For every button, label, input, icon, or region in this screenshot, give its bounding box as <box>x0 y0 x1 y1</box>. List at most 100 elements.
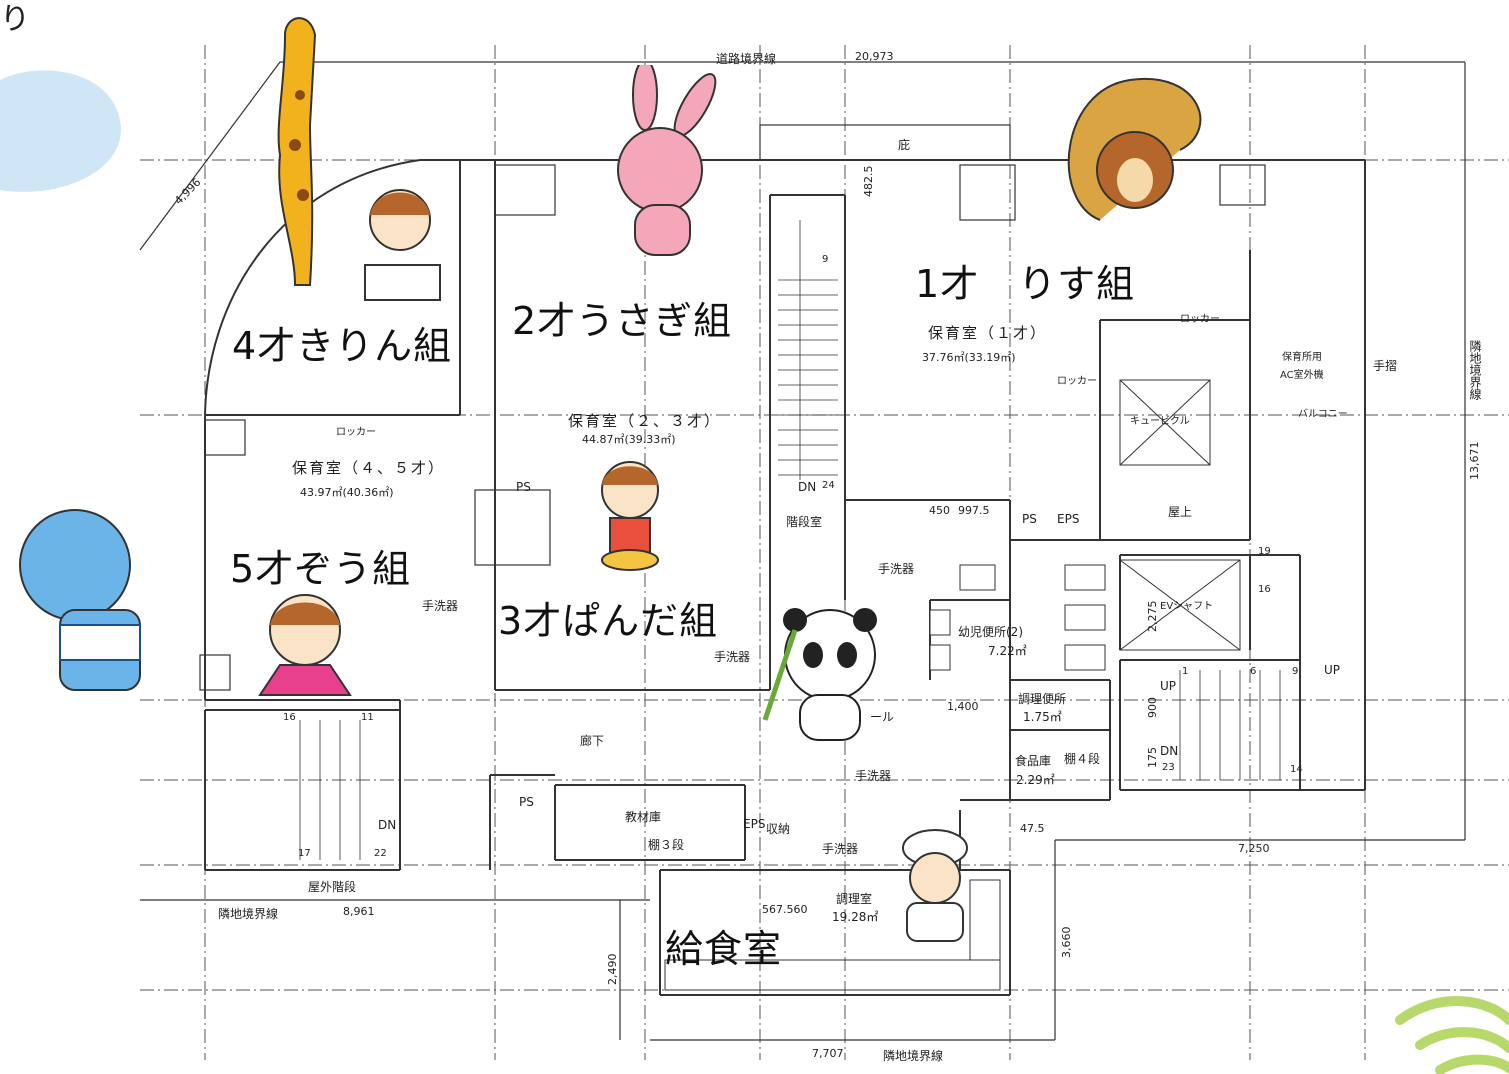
dim-47-5: 47.5 <box>1020 822 1045 835</box>
rabbit-illustration <box>617 65 717 256</box>
cubicle-shaft-marks <box>1119 379 1241 651</box>
group-kyushoku-label: 給食室 <box>665 927 783 971</box>
group-usagi-label: 2才うさぎ組 <box>512 299 733 343</box>
kitchen-name: 調理室 <box>836 892 873 906</box>
wall-notches <box>199 164 1266 691</box>
squirrel-illustration <box>1067 77 1202 221</box>
cloud-decoration <box>0 70 121 192</box>
stair-treads <box>299 220 1281 860</box>
sink-label-1: 手洗器 <box>422 599 459 613</box>
ps-label-3: PS <box>1022 512 1037 526</box>
ac-unit-label-1: 保育所用 <box>1282 352 1322 363</box>
stair-room-label: 階段室 <box>786 515 823 529</box>
eaves-label: 庇 <box>898 138 911 152</box>
storage-name: 教材庫 <box>625 810 662 824</box>
cook-toilet-area: 1.75㎡ <box>1023 710 1062 724</box>
dn-label-1: DN <box>798 480 817 494</box>
group-kirin-label: 4才きりん組 <box>232 324 453 368</box>
stair-number: 19 <box>1258 546 1271 557</box>
stair-number: 17 <box>298 848 311 859</box>
handrail-label: 手摺 <box>1373 359 1398 373</box>
group-zou-label: 5才ぞう組 <box>230 547 412 591</box>
elephant-illustration <box>19 509 141 691</box>
pantry-name: 食品庫 <box>1015 754 1052 768</box>
kitchen-area: 19.28㎡ <box>832 910 879 924</box>
pantry-area: 2.29㎡ <box>1016 773 1055 787</box>
room45-area: 43.97㎡(40.36㎡) <box>300 486 394 499</box>
giraffe-illustration <box>277 17 317 286</box>
toilet-area: 7.22㎡ <box>988 644 1027 658</box>
ps-label-1: PS <box>516 480 531 494</box>
sink-label-2: 手洗器 <box>714 650 751 664</box>
toilet-name: 幼児便所(2) <box>958 625 1023 639</box>
dim-567: 567.560 <box>762 903 808 916</box>
cubicle-label: キュービクル <box>1130 416 1190 427</box>
stair-number: 14 <box>1290 764 1303 775</box>
cook-toilet-name: 調理便所 <box>1018 692 1067 706</box>
room23-area: 44.87㎡(39.33㎡) <box>582 433 676 446</box>
sink-label-3: 手洗器 <box>878 562 915 576</box>
up-label-1: UP <box>1160 679 1177 693</box>
neighbor-boundary-label-3: 隣地境界線 <box>1468 340 1482 400</box>
stair-number: 16 <box>1258 584 1271 595</box>
up-label-2: UP <box>1324 663 1341 677</box>
storage-shelf: 棚３段 <box>648 838 685 852</box>
stair-number: 24 <box>822 480 835 491</box>
eaves-outline <box>759 124 1011 161</box>
closet-label: 収納 <box>766 822 791 836</box>
stair-number: 22 <box>374 848 387 859</box>
sink-label-5: 手洗器 <box>822 842 859 856</box>
group-risu-label: 1才 りす組 <box>915 262 1136 306</box>
balcony-label: バルコニー <box>1298 409 1348 420</box>
locker-label-2: ロッカー <box>1180 314 1220 325</box>
ac-unit-label-2: AC室外機 <box>1280 370 1324 381</box>
cook-illustration <box>902 829 968 942</box>
rooftop-label: 屋上 <box>1168 505 1193 519</box>
locker-label-1: ロッカー <box>336 427 376 438</box>
dim-2490: 2,490 <box>606 953 619 986</box>
stair-number: 23 <box>1162 762 1175 773</box>
dim-3660: 3,660 <box>1060 926 1073 959</box>
dim-eaves-depth: 482.5 <box>862 165 875 198</box>
corridor-label: 廊下 <box>580 734 605 748</box>
dim-bottom-left: 8,961 <box>343 905 375 918</box>
stair-number: 6 <box>1250 666 1257 677</box>
dim-bottom-mid: 7,707 <box>812 1047 844 1060</box>
stair-number: 11 <box>361 712 374 723</box>
neighbor-boundary-label-1: 隣地境界線 <box>218 907 279 921</box>
dim-road-width: 20,973 <box>855 50 894 63</box>
panda-illustration <box>762 608 877 741</box>
neighbor-boundary-label-2: 隣地境界線 <box>883 1049 944 1063</box>
ev-shaft-label: EVシャフト <box>1160 601 1214 612</box>
dim-right-total: 13,671 <box>1468 441 1481 481</box>
leaf-decoration <box>1395 996 1509 1074</box>
dn-label-2: DN <box>378 818 397 832</box>
ps-label-2: PS <box>519 795 534 809</box>
dn-label-3: DN <box>1160 744 1179 758</box>
stair-number: 9 <box>822 254 829 265</box>
girl-eating-illustration <box>601 461 659 571</box>
room45-name: 保育室（４、５才） <box>292 459 446 477</box>
stair-number: 16 <box>283 712 296 723</box>
eps-label-2: EPS <box>743 817 766 831</box>
dim-1400: 1,400 <box>947 700 979 713</box>
dim-450: 450 <box>929 504 950 517</box>
dim-175: 175 <box>1146 747 1159 768</box>
dim-997: 997.5 <box>958 504 990 517</box>
dim-right-low: 7,250 <box>1238 842 1270 855</box>
room23-name: 保育室（２、３才） <box>568 412 722 430</box>
building-walls <box>204 159 1366 996</box>
pantry-shelf: 棚４段 <box>1064 752 1101 766</box>
sink-label-4: 手洗器 <box>855 769 892 783</box>
room1-name: 保育室（１才） <box>928 324 1048 342</box>
group-panda-label: 3才ぱんだ組 <box>498 599 719 643</box>
dim-900: 900 <box>1146 697 1159 718</box>
locker-label-3: ロッカー <box>1057 376 1097 387</box>
outdoor-stair-label: 屋外階段 <box>308 880 357 894</box>
corner-text: り <box>0 2 30 37</box>
stair-number: 9 <box>1292 666 1299 677</box>
girl-singing-illustration <box>258 594 352 696</box>
dim-2275: 2,275 <box>1146 600 1159 633</box>
hall-label: ール <box>870 710 895 724</box>
